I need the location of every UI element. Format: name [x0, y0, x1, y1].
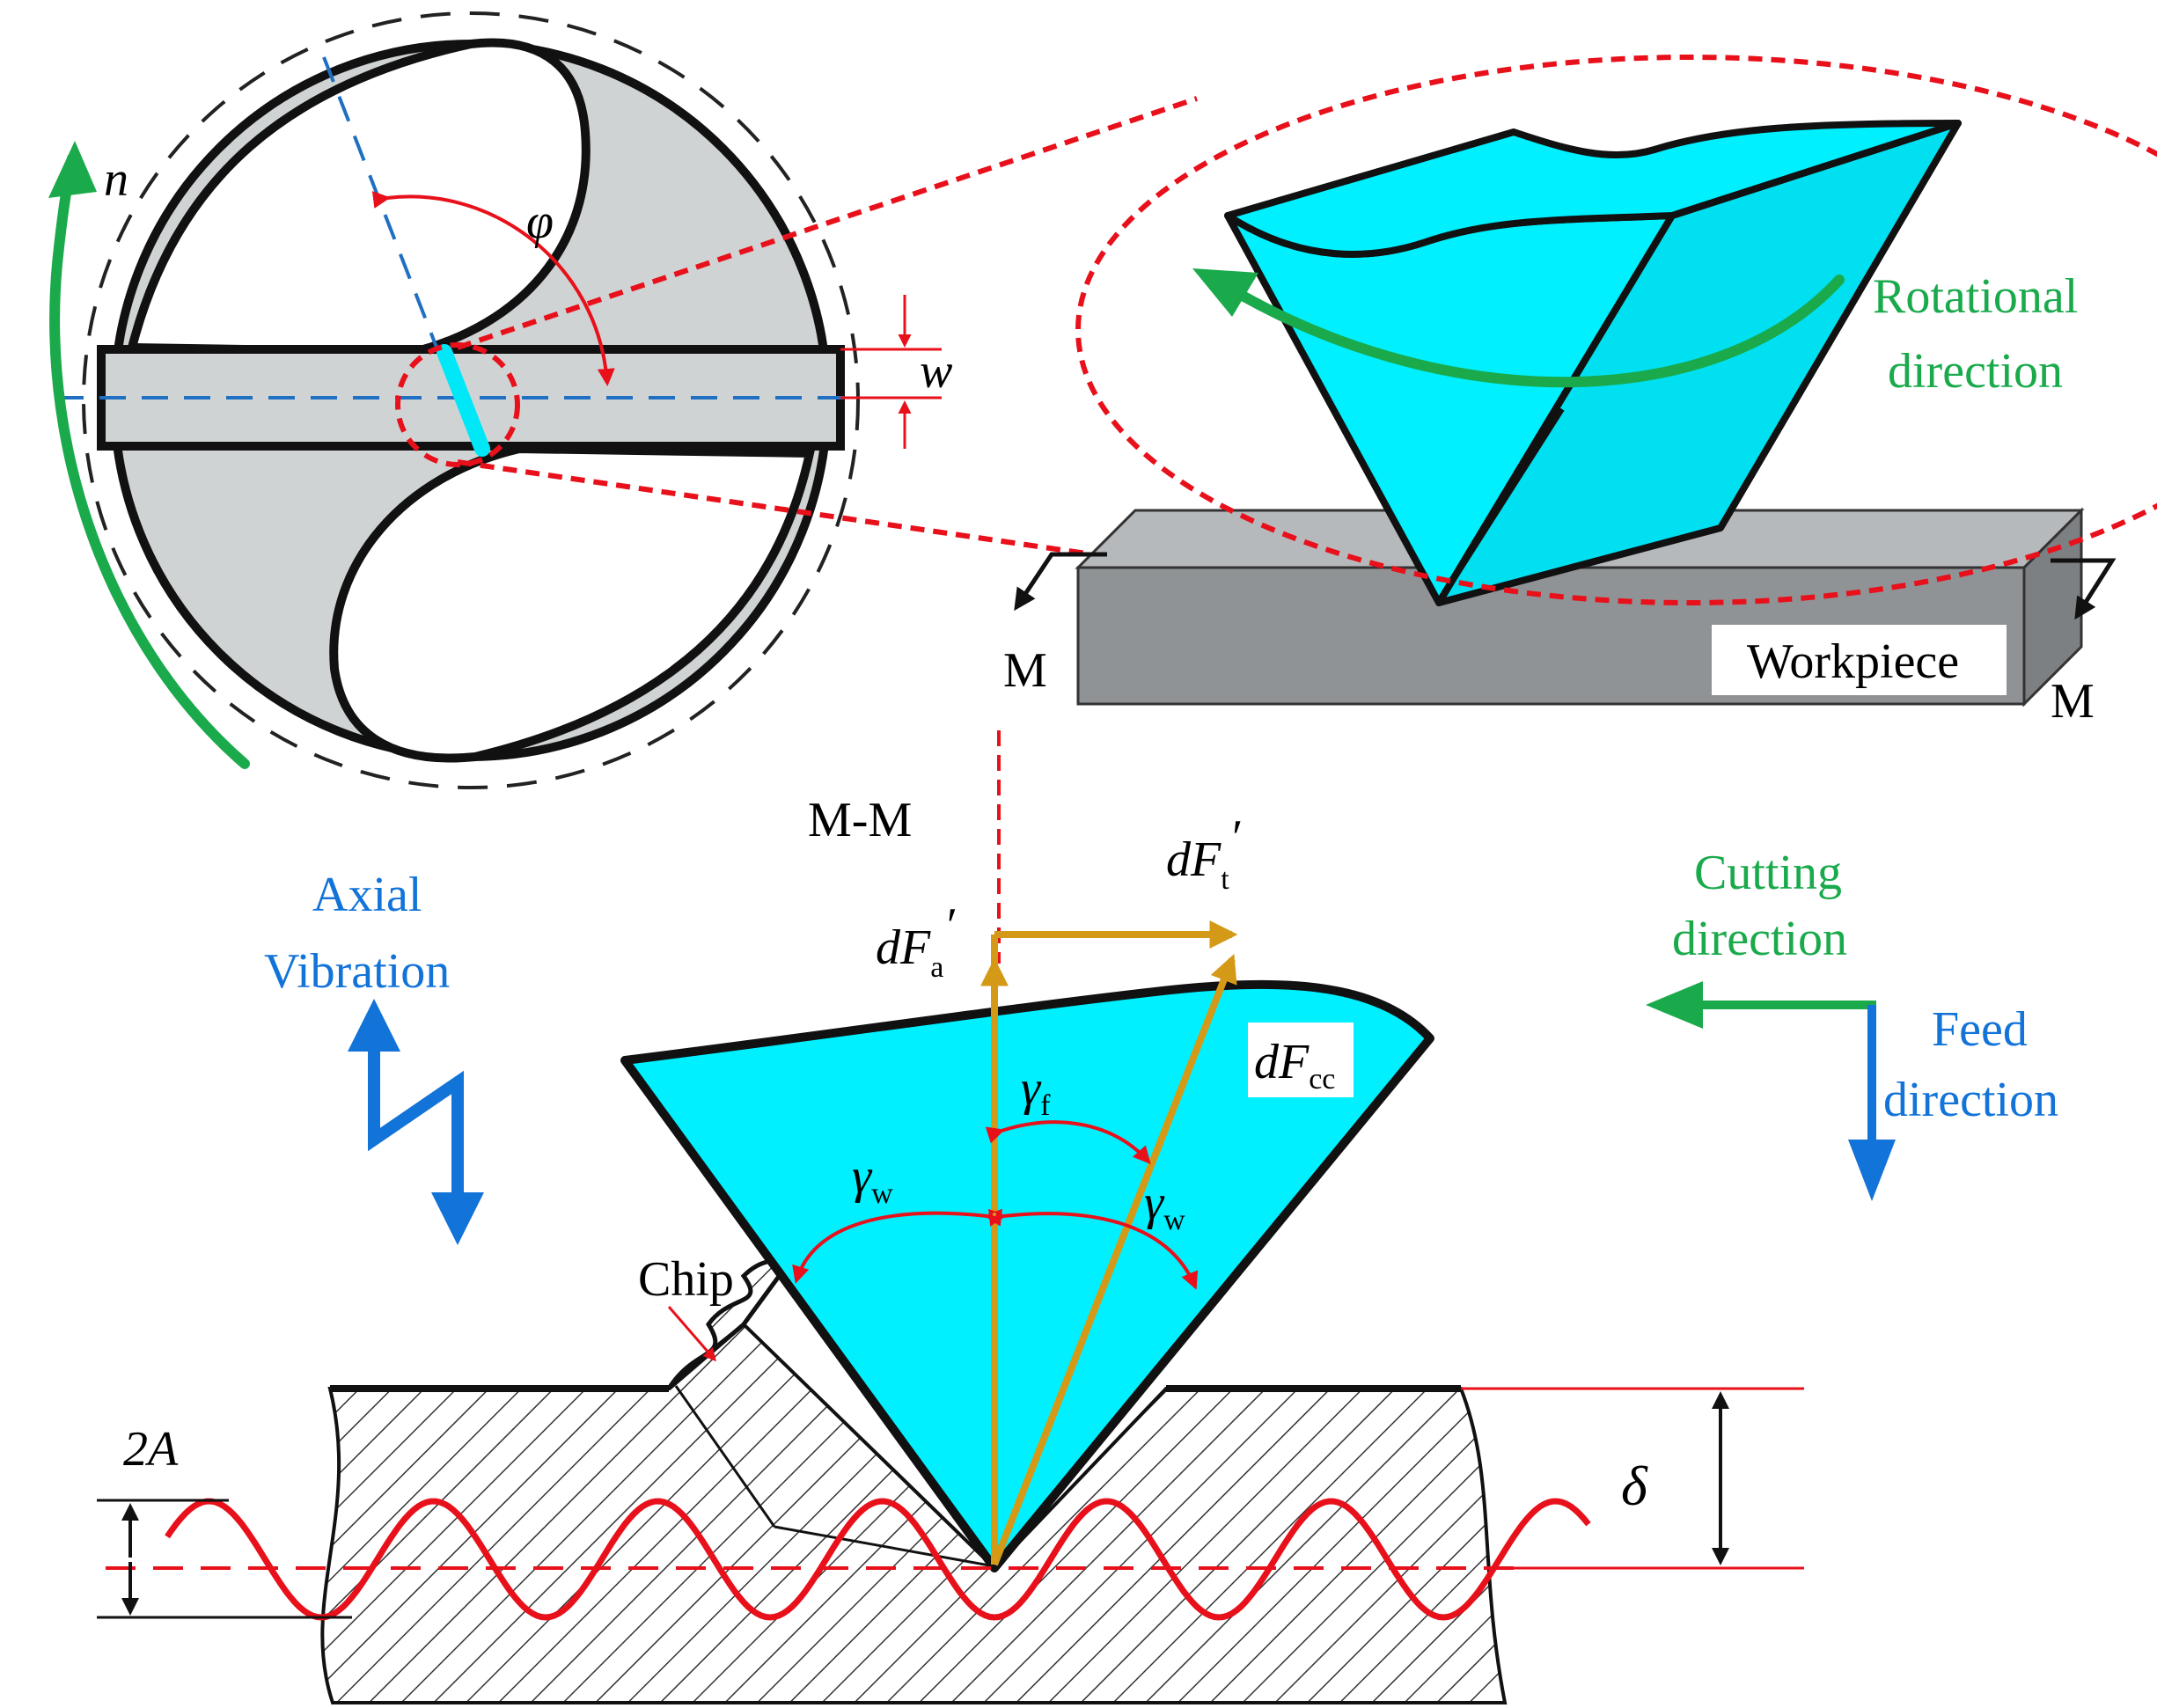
- shear-line-2: [774, 1525, 995, 1568]
- cutting-cross-section: Chip dFt′ dFa′ dFcc γf γw γw 2A: [97, 810, 1804, 1704]
- amp-label: 2A: [123, 1422, 179, 1477]
- gamma-w-right-label: γw: [1144, 1176, 1185, 1236]
- rotational-label-2: direction: [1888, 344, 2063, 399]
- gamma-w-left-arc: [792, 1208, 1002, 1284]
- rotation-arrow: [49, 153, 250, 769]
- gamma-f-arc: [985, 1120, 1151, 1164]
- w-label: w: [920, 344, 952, 399]
- axial-vibration: Axial Vibration: [264, 868, 484, 1245]
- rotational-direction-arrow: [1236, 275, 1845, 388]
- magnify-ellipse: [1075, 55, 2157, 605]
- gamma-w-left-label: γw: [852, 1149, 893, 1210]
- tool-cross-section: φ w n: [48, 11, 952, 789]
- gamma-w-right-arc: [988, 1208, 1199, 1290]
- rotational-label-1: Rotational: [1873, 269, 2078, 324]
- workpiece-section: [320, 1322, 1508, 1704]
- tool-mid-edge: [1436, 407, 1565, 605]
- projection-line-top: [457, 96, 1198, 350]
- workpiece-label: Workpiece: [1747, 634, 1959, 689]
- phi-angle-arc: [371, 191, 615, 386]
- rotation-arrowhead: [48, 141, 97, 198]
- axial-label-1: Axial: [312, 868, 422, 922]
- direction-indicators: Cutting direction Feed direction: [1646, 846, 2058, 1201]
- tool-top-face: [1224, 120, 1962, 258]
- vibration-zigzag: [368, 1038, 464, 1206]
- chip-pointer: [667, 1306, 716, 1362]
- cutting-label-1: Cutting: [1694, 846, 1842, 900]
- dfcc-label: dFcc: [1254, 1035, 1335, 1096]
- section-label: M-M: [808, 793, 912, 847]
- m-marker-left: [1014, 552, 1107, 612]
- cutting-arrowhead: [1646, 981, 1703, 1029]
- delta-label: δ: [1621, 1455, 1648, 1517]
- vibration-arrow-down: [431, 1192, 484, 1245]
- n-label: n: [104, 152, 128, 207]
- chip-label: Chip: [638, 1252, 734, 1307]
- m-right-label: M: [2051, 674, 2095, 729]
- vibration-arrow-up: [348, 999, 400, 1052]
- outer-dashed-circle: [82, 11, 860, 789]
- m-left-label: M: [1003, 643, 1047, 698]
- feed-arrowhead: [1848, 1140, 1896, 1201]
- m-marker-right: [2051, 558, 2117, 620]
- dft-label: dFt′: [1166, 810, 1241, 896]
- tool-3d-view: Workpiece M M Rotational direction: [1003, 55, 2157, 729]
- dfa-label: dFa′: [876, 898, 955, 984]
- shear-line: [674, 1385, 776, 1528]
- phi-label: φ: [526, 194, 554, 249]
- workpiece-label-box: [1712, 625, 2007, 695]
- rotational-arrowhead: [1192, 268, 1258, 317]
- lower-flute-pocket: [329, 443, 816, 763]
- cutting-label-2: direction: [1672, 912, 1847, 966]
- feed-label-1: Feed: [1932, 1002, 2028, 1057]
- gamma-f-label: γf: [1021, 1061, 1051, 1122]
- axial-label-2: Vibration: [264, 944, 450, 999]
- feed-label-2: direction: [1883, 1073, 2058, 1127]
- dfcc-label-box: [1248, 1023, 1354, 1097]
- force-origin-dot: [993, 1213, 996, 1216]
- upper-flute-pocket: [126, 38, 591, 357]
- vibration-wave: [165, 1498, 1591, 1621]
